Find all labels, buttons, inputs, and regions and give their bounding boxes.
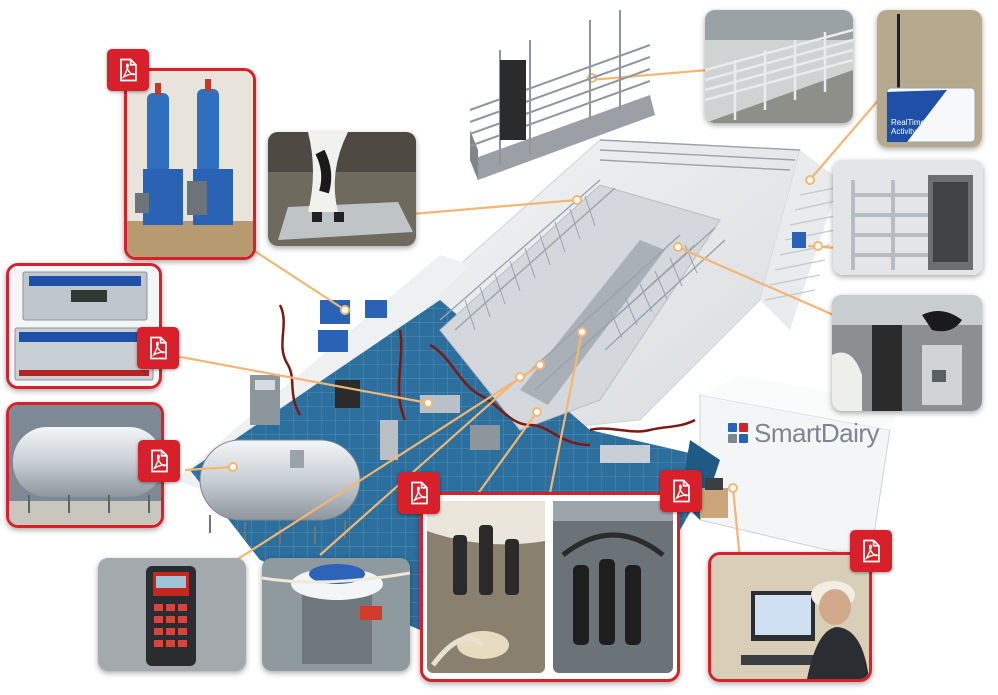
sensor-label-line1: RealTime [891,118,925,127]
pdf-link-clusters-right[interactable] [660,470,702,512]
photo-milking-clusters [420,492,680,682]
milking-stalls [439,139,801,391]
photo-controller-units [6,263,162,389]
pdf-link-office-software[interactable] [850,530,892,572]
entry-gate-render [469,10,655,180]
photo-milk-tank [6,402,164,528]
photo-activity-sensor: RealTime Activity [877,10,982,147]
pdf-link-controller-units[interactable] [137,327,179,369]
pdf-icon [120,58,137,82]
pdf-icon [150,336,167,360]
smartdairy-brand: SmartDairy [728,418,880,449]
callout-lines [169,68,888,571]
photo-sort-gate [705,10,853,123]
callout-markers [228,73,823,493]
cutaway-lines [278,304,696,447]
sensor-label-line2: Activity [891,127,917,136]
brand-name: SmartDairy [754,418,880,448]
pdf-icon [863,539,880,563]
photo-milk-meter [262,558,410,671]
pdf-icon [673,479,690,503]
office-computer [700,478,728,518]
pdf-link-clusters-left[interactable] [398,472,440,514]
pdf-icon [411,481,428,505]
photo-vacuum-pumps [124,68,256,260]
photo-parlor-stall [832,295,982,411]
pdf-link-vacuum-pumps[interactable] [107,49,149,91]
photo-footbath [268,132,416,246]
pdf-link-milk-tank[interactable] [138,440,180,482]
pdf-icon [151,449,168,473]
photo-office-user [708,552,872,682]
photo-keypad-controller [98,558,246,671]
photo-stall-gate [833,160,983,275]
smartdairy-logo-icon [728,422,750,445]
sensor-box [792,232,806,248]
